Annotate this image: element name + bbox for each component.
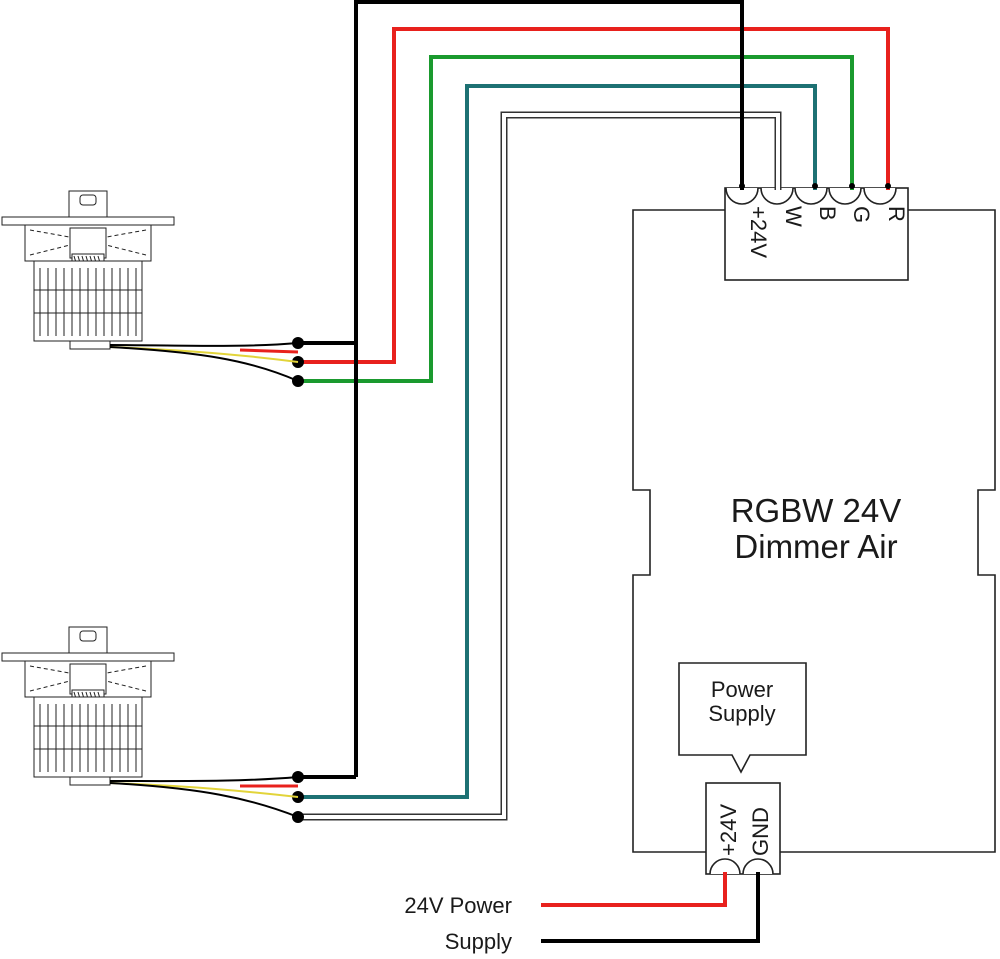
terminal-label-w: W [781, 206, 806, 227]
terminal-label-r: R [884, 206, 909, 222]
supply-label-line2: Supply [445, 929, 512, 954]
controller-title-line1: RGBW 24V [731, 492, 902, 529]
output-terminal-sockets [725, 187, 897, 205]
input-terminal-label-gnd: GND [748, 807, 773, 856]
wire-blue [300, 84, 817, 799]
terminal-label-g: G [849, 206, 874, 223]
input-terminal-label-plus24v: +24V [716, 804, 741, 856]
wire-green [300, 55, 854, 383]
led-module-bottom [1, 626, 299, 818]
led-module-top [1, 190, 299, 382]
controller-title-line2: Dimmer Air [734, 528, 897, 565]
terminal-label-b: B [815, 206, 840, 221]
supply-wire-black [541, 872, 760, 943]
wire-plus24v [354, 0, 744, 777]
power-supply-callout [678, 662, 807, 774]
power-supply-callout-line2: Supply [708, 701, 775, 726]
junction-dots [292, 337, 304, 823]
input-terminal-sockets [709, 858, 774, 875]
power-supply-callout-line1: Power [711, 677, 773, 702]
terminal-label-plus24v: +24V [746, 206, 771, 258]
supply-wire-red [541, 872, 727, 907]
wire-red [300, 27, 890, 364]
supply-label-line1: 24V Power [404, 893, 512, 918]
wire-white [300, 113, 780, 819]
terminal-entry-dots [739, 183, 891, 189]
